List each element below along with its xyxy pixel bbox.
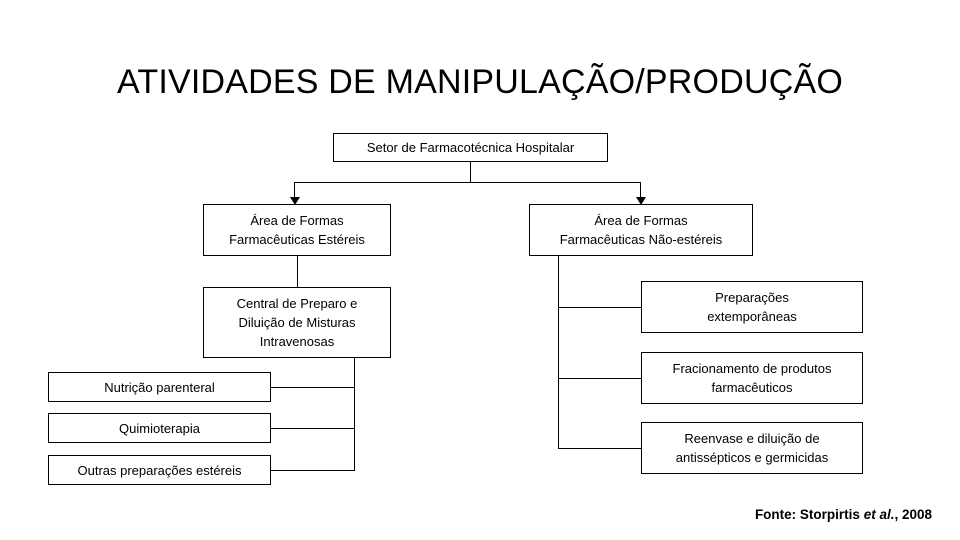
connector-right-spine bbox=[558, 256, 559, 449]
connector-left-spine bbox=[354, 358, 355, 471]
node-label-line-2: extemporâneas bbox=[707, 309, 797, 324]
node-label-line-2: Farmacêuticas Estéreis bbox=[229, 232, 365, 247]
connector-left-branch-1 bbox=[271, 387, 355, 388]
connector-left-branch-2 bbox=[271, 428, 355, 429]
connector-right-branch-1 bbox=[558, 307, 642, 308]
node-central-preparo-diluicao[interactable]: Central de Preparo e Diluição de Mistura… bbox=[203, 287, 391, 358]
node-reenvase-diluicao-antissepticos[interactable]: Reenvase e diluição de antissépticos e g… bbox=[641, 422, 863, 474]
node-label-line-1: Preparações bbox=[715, 290, 789, 305]
node-fracionamento-produtos-farmaceuticos[interactable]: Fracionamento de produtos farmacêuticos bbox=[641, 352, 863, 404]
arrowhead-down-icon-sterile bbox=[290, 197, 300, 205]
connector-sterile-to-central bbox=[297, 256, 298, 287]
connector-right-branch-3 bbox=[558, 448, 642, 449]
node-area-formas-nao-esteries[interactable]: Área de Formas Farmacêuticas Não-estérei… bbox=[529, 204, 753, 256]
node-label-line-1: Reenvase e diluição de bbox=[684, 431, 820, 446]
arrowhead-down-icon-non-sterile bbox=[636, 197, 646, 205]
page-title: ATIVIDADES DE MANIPULAÇÃO/PRODUÇÃO bbox=[117, 63, 843, 101]
node-label-line-2: Farmacêuticas Não-estéreis bbox=[559, 232, 723, 247]
node-setor-farmacotecnica-hospitalar[interactable]: Setor de Farmacotécnica Hospitalar bbox=[333, 133, 608, 162]
source-et-al: et al. bbox=[863, 507, 895, 522]
node-outras-preparacoes-esteries[interactable]: Outras preparações estéreis bbox=[48, 455, 271, 485]
node-label: Quimioterapia bbox=[119, 420, 200, 436]
connector-drop-to-sterile bbox=[294, 182, 295, 198]
node-quimioterapia[interactable]: Quimioterapia bbox=[48, 413, 271, 443]
source-citation: Fonte: Storpirtis et al., 2008 bbox=[755, 506, 932, 524]
node-label-line-1: Área de Formas bbox=[594, 213, 688, 228]
node-label: Nutrição parenteral bbox=[104, 379, 215, 395]
node-label-line-2: antissépticos e germicidas bbox=[675, 450, 829, 465]
node-label: Setor de Farmacotécnica Hospitalar bbox=[366, 140, 575, 155]
node-preparacoes-extemporaneas[interactable]: Preparações extemporâneas bbox=[641, 281, 863, 333]
node-label-line-2: farmacêuticos bbox=[711, 380, 793, 395]
node-nutricao-parenteral[interactable]: Nutrição parenteral bbox=[48, 372, 271, 402]
connector-left-branch-3 bbox=[271, 470, 355, 471]
node-label-line-1: Área de Formas bbox=[250, 213, 344, 228]
node-label-line-1: Central de Preparo e bbox=[236, 296, 358, 311]
node-label: Outras preparações estéreis bbox=[77, 462, 242, 478]
source-suffix: , 2008 bbox=[894, 507, 932, 522]
node-area-formas-esteries[interactable]: Área de Formas Farmacêuticas Estéreis bbox=[203, 204, 391, 256]
node-label-line-2: Diluição de Misturas bbox=[238, 315, 356, 330]
node-label-line-3: Intravenosas bbox=[259, 334, 335, 349]
connector-right-branch-2 bbox=[558, 378, 642, 379]
connector-root-stem bbox=[470, 162, 471, 183]
connector-root-horizontal-bus bbox=[294, 182, 641, 183]
connector-drop-to-non-sterile bbox=[640, 182, 641, 198]
node-label-line-1: Fracionamento de produtos bbox=[672, 361, 832, 376]
source-prefix: Fonte: Storpirtis bbox=[754, 507, 864, 522]
